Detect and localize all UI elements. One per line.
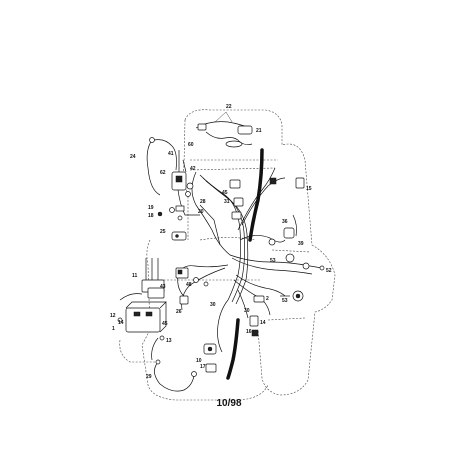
- callout-label: 36: [282, 219, 288, 225]
- fastener-group: [157, 205, 185, 221]
- negative-cable: [154, 359, 197, 392]
- tractor-outline: [119, 109, 336, 401]
- callout-label: 19: [148, 205, 154, 211]
- callout-label: 30: [210, 302, 216, 308]
- callout-label: 31: [224, 199, 230, 205]
- ground-cable-upper: [248, 148, 264, 242]
- ground-cable-lower: [226, 318, 240, 380]
- left-ground-wire: [146, 137, 177, 196]
- callout-label: 53: [270, 258, 276, 264]
- callout-label: 13: [166, 338, 172, 344]
- callout-label: 17: [200, 364, 206, 370]
- callout-label: 60: [188, 142, 194, 148]
- callout-label: 12: [110, 313, 116, 319]
- callout-label: 53: [282, 298, 288, 304]
- callout-label: 1: [112, 326, 115, 332]
- callout-label: 24: [130, 154, 136, 160]
- callout-label: 16: [246, 329, 252, 335]
- callout-label: 41: [168, 151, 174, 157]
- callout-label: 26: [176, 309, 182, 315]
- callout-label: 29: [146, 374, 152, 380]
- callout-label: 11: [132, 273, 138, 279]
- callout-label: 52: [326, 268, 332, 274]
- battery-assembly: [117, 258, 189, 361]
- callout-label: 62: [160, 170, 166, 176]
- callout-label: 45: [222, 190, 228, 196]
- callout-labels: 22 21 60 24 41 62 42 19 20 18 28 25 45 3…: [110, 104, 332, 380]
- lower-harness-parts: [179, 277, 304, 373]
- callout-label: 45: [162, 321, 168, 327]
- callout-label: 14: [260, 320, 266, 326]
- ignition-switch: [171, 150, 194, 197]
- callout-label: 10: [196, 358, 202, 364]
- callout-label: 30: [244, 308, 250, 314]
- headlight-assembly: [195, 111, 253, 148]
- callout-label: 18: [148, 213, 154, 219]
- callout-label: 20: [198, 209, 204, 215]
- connector-25: [171, 231, 187, 241]
- callout-label: 48: [186, 282, 192, 288]
- callout-label: 42: [190, 166, 196, 172]
- callout-label: 21: [256, 128, 262, 134]
- right-switch-group: [229, 177, 325, 271]
- callout-label: 28: [200, 199, 206, 205]
- callout-label: 43: [160, 284, 166, 290]
- callout-label: 25: [160, 229, 166, 235]
- callout-label: 15: [306, 186, 312, 192]
- callout-label: 14: [118, 320, 124, 326]
- date-code: 10/98: [216, 398, 241, 409]
- callout-label: 22: [226, 104, 232, 110]
- callout-label: 39: [298, 241, 304, 247]
- callout-label: 2: [266, 296, 269, 302]
